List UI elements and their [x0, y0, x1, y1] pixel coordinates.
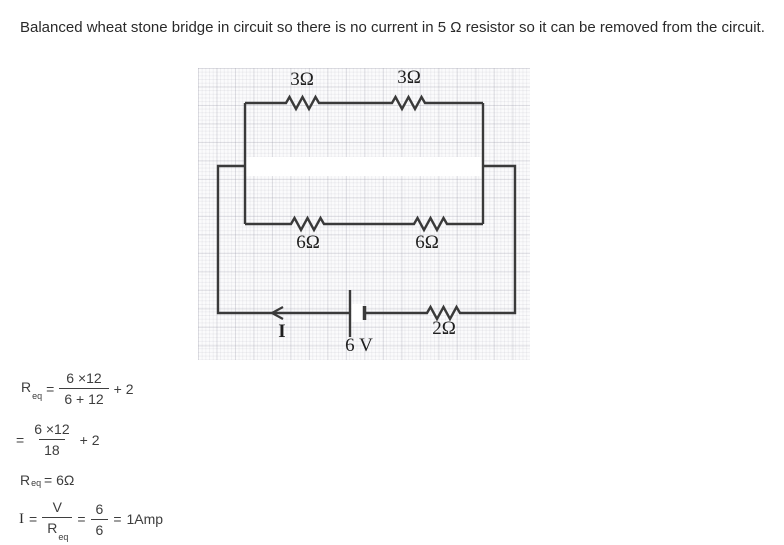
plus-term: + 2: [113, 380, 134, 397]
equals-sign: =: [113, 511, 122, 528]
resistor-label-top-right: 3Ω: [397, 67, 421, 88]
battery-voltage-label: 6 V: [345, 335, 373, 356]
current-result: 1Amp: [126, 511, 164, 528]
req-base: R: [21, 379, 32, 396]
req-subscript: eq: [31, 478, 42, 488]
req-symbol: Req: [21, 379, 43, 401]
fraction-denominator: Req: [42, 517, 73, 542]
fraction-denominator: 6 + 12: [59, 388, 109, 407]
equals-sign: =: [16, 431, 25, 448]
battery-gap: [351, 304, 363, 322]
fraction-6-over-6: 6 6: [90, 500, 109, 538]
fraction: 6 ×12 6 + 12: [59, 370, 109, 407]
wire-outer-loop-left: [216, 164, 350, 315]
equation-req-step1: Req = 6 ×12 6 + 12 + 2: [21, 370, 134, 407]
fraction-numerator: V: [52, 499, 62, 515]
current-symbol: I: [19, 510, 24, 527]
fraction-denominator: 18: [39, 439, 65, 458]
current-label: I: [278, 321, 286, 342]
wire-outer-loop-right: [365, 164, 517, 322]
equation-current: I = V Req = 6 6 = 1Amp: [19, 499, 164, 542]
resistor-label-mid-left: 6Ω: [296, 232, 320, 253]
req-subscript: eq: [32, 390, 43, 401]
fraction-numerator: 6: [95, 500, 104, 517]
current-arrowhead-icon: [269, 306, 284, 320]
equation-req-step2: = 6 ×12 18 + 2: [16, 421, 99, 458]
wire-top-branch: [245, 94, 483, 112]
wire-middle-branch: [245, 215, 483, 233]
resistor-label-top-left: 3Ω: [290, 69, 314, 90]
fraction-v-over-req: V Req: [42, 499, 73, 542]
resistor-label-bottom: 2Ω: [432, 318, 456, 339]
fraction: 6 ×12 18: [29, 421, 74, 458]
fraction-numerator: 6 ×12: [34, 421, 70, 437]
req-base: R: [20, 472, 31, 488]
fraction-denominator: 6: [90, 518, 109, 538]
equals-sign: =: [77, 511, 86, 528]
bridge-removed-whiteout: [246, 157, 482, 176]
fraction-numerator: 6 ×12: [66, 370, 102, 386]
plus-term: + 2: [79, 431, 100, 448]
req-value: = 6Ω: [40, 472, 75, 488]
resistor-label-mid-right: 6Ω: [415, 232, 439, 253]
equals-sign: =: [29, 511, 38, 528]
equals-sign: =: [46, 380, 55, 397]
problem-statement: Balanced wheat stone bridge in circuit s…: [20, 19, 765, 36]
req-base: R: [47, 520, 58, 537]
req-subscript: eq: [58, 531, 69, 542]
circuit-canvas: [216, 94, 517, 337]
circuit-figure: 3Ω 3Ω 6Ω 6Ω 2Ω 6 V I: [198, 68, 530, 360]
